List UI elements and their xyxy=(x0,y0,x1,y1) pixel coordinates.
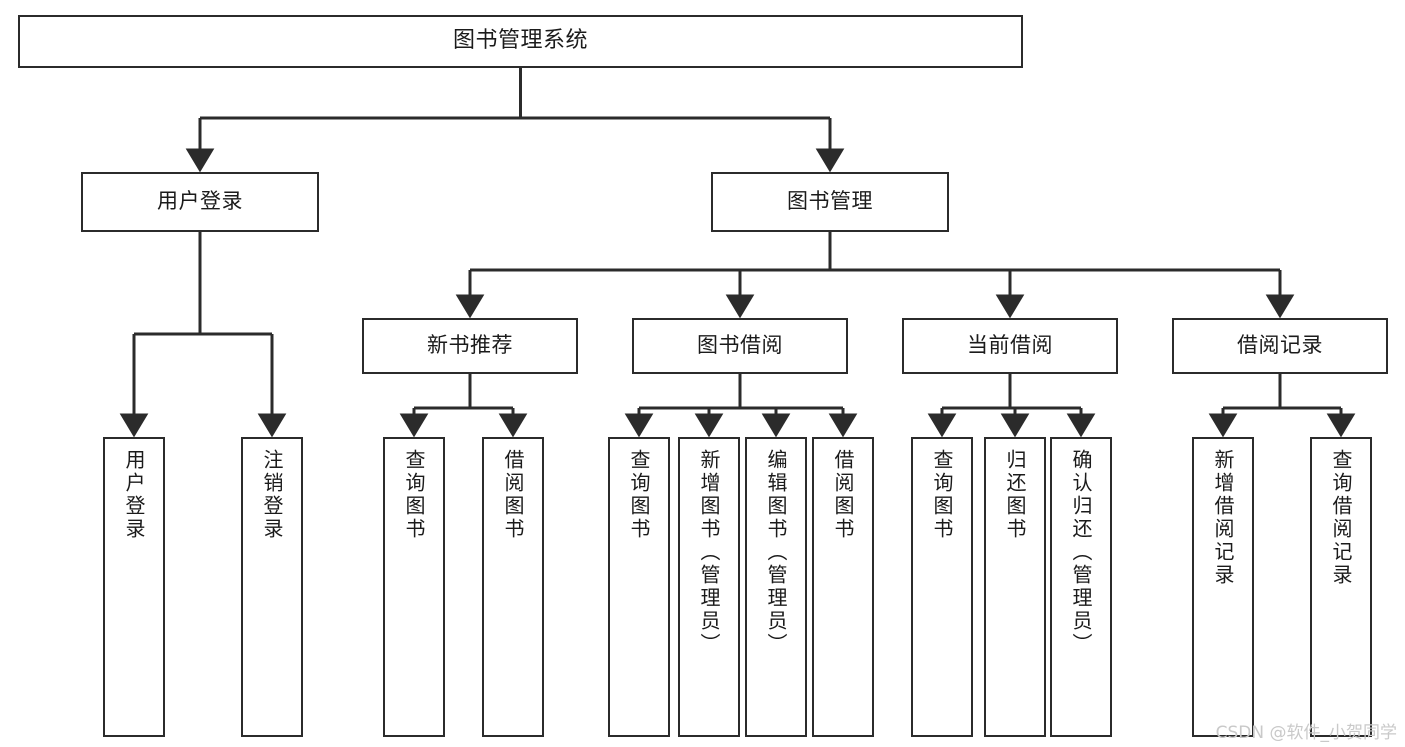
node-borrow-record[interactable]: 借阅记录 xyxy=(1172,318,1388,374)
node-label-leaf-cb-confirm-return: 确认归还（管理员） xyxy=(1069,449,1093,656)
node-label-leaf-bb-add-book: 新增图书（管理员） xyxy=(697,449,721,656)
node-leaf-br-add-record[interactable]: 新增借阅记录 xyxy=(1192,437,1254,737)
node-label-leaf-br-add-record: 新增借阅记录 xyxy=(1211,449,1235,587)
node-label-current-borrow: 当前借阅 xyxy=(967,333,1053,358)
node-label-leaf-rec-query-book: 查询图书 xyxy=(402,449,426,541)
node-book-borrow[interactable]: 图书借阅 xyxy=(632,318,848,374)
node-label-root: 图书管理系统 xyxy=(452,28,588,54)
node-leaf-cb-return-book[interactable]: 归还图书 xyxy=(984,437,1046,737)
node-root[interactable]: 图书管理系统 xyxy=(18,15,1023,68)
node-label-leaf-user-login: 用户登录 xyxy=(122,449,146,541)
node-leaf-bb-add-book[interactable]: 新增图书（管理员） xyxy=(678,437,740,737)
node-leaf-cb-confirm-return[interactable]: 确认归还（管理员） xyxy=(1050,437,1112,737)
node-new-book-rec[interactable]: 新书推荐 xyxy=(362,318,578,374)
node-label-leaf-cb-return-book: 归还图书 xyxy=(1003,449,1027,541)
node-label-book-manage: 图书管理 xyxy=(787,189,873,214)
node-leaf-cb-query-book[interactable]: 查询图书 xyxy=(911,437,973,737)
node-leaf-bb-edit-book[interactable]: 编辑图书（管理员） xyxy=(745,437,807,737)
node-leaf-rec-borrow-book[interactable]: 借阅图书 xyxy=(482,437,544,737)
node-label-borrow-record: 借阅记录 xyxy=(1237,333,1323,358)
node-label-leaf-rec-borrow-book: 借阅图书 xyxy=(501,449,525,541)
node-book-manage[interactable]: 图书管理 xyxy=(711,172,949,232)
node-label-leaf-bb-borrow-book: 借阅图书 xyxy=(831,449,855,541)
node-leaf-logout[interactable]: 注销登录 xyxy=(241,437,303,737)
node-current-borrow[interactable]: 当前借阅 xyxy=(902,318,1118,374)
node-label-new-book-rec: 新书推荐 xyxy=(427,333,513,358)
node-leaf-user-login[interactable]: 用户登录 xyxy=(103,437,165,737)
watermark-credit: CSDN @软件_小贺同学 xyxy=(1215,723,1397,743)
node-leaf-bb-query-book[interactable]: 查询图书 xyxy=(608,437,670,737)
node-label-user-login: 用户登录 xyxy=(157,189,243,214)
node-label-leaf-br-query-record: 查询借阅记录 xyxy=(1329,449,1353,587)
node-user-login[interactable]: 用户登录 xyxy=(81,172,319,232)
node-label-leaf-bb-edit-book: 编辑图书（管理员） xyxy=(764,449,788,656)
node-leaf-br-query-record[interactable]: 查询借阅记录 xyxy=(1310,437,1372,737)
node-label-leaf-logout: 注销登录 xyxy=(260,449,284,541)
node-leaf-rec-query-book[interactable]: 查询图书 xyxy=(383,437,445,737)
node-leaf-bb-borrow-book[interactable]: 借阅图书 xyxy=(812,437,874,737)
node-label-leaf-cb-query-book: 查询图书 xyxy=(930,449,954,541)
node-label-leaf-bb-query-book: 查询图书 xyxy=(627,449,651,541)
node-label-book-borrow: 图书借阅 xyxy=(697,333,783,358)
